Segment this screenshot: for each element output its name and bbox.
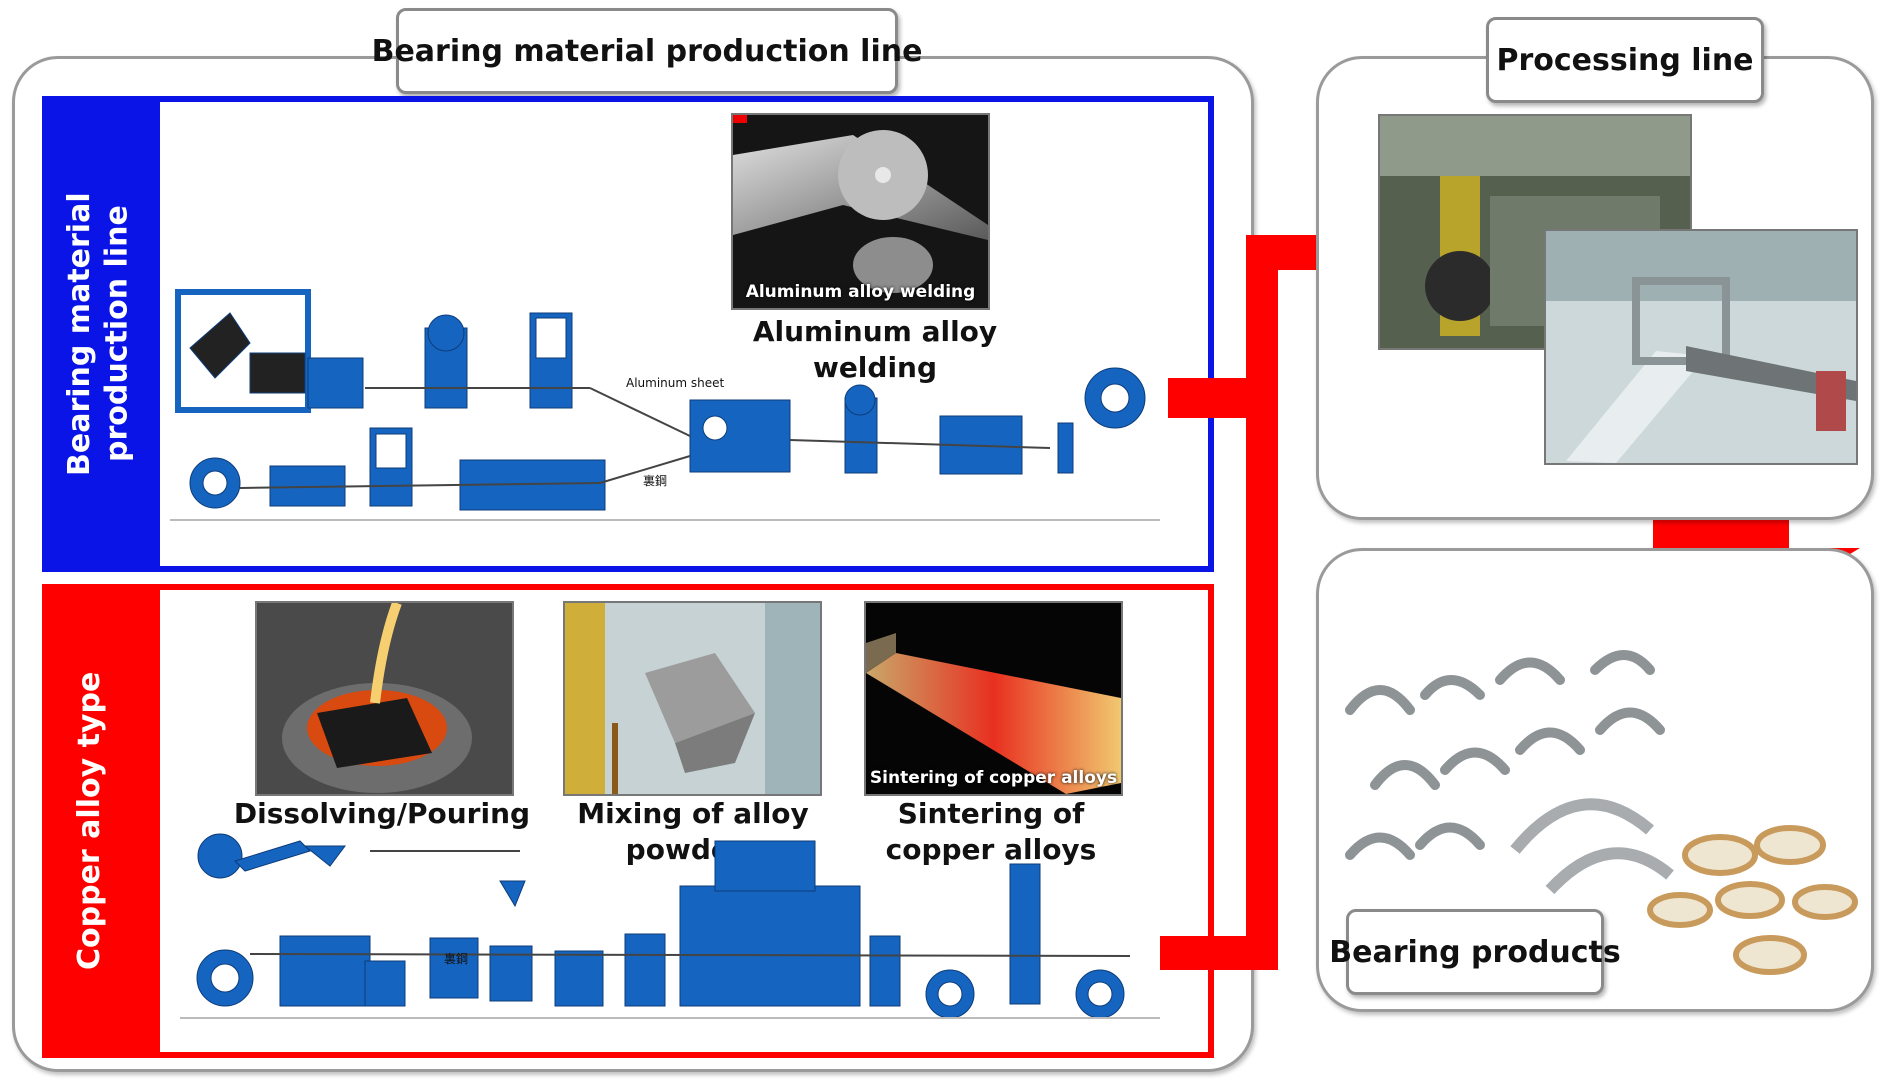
- processing-photo-1: [1378, 114, 1692, 350]
- aluminum-sheet-label: Aluminum sheet: [626, 376, 725, 390]
- dissolving-pouring-caption: Dissolving/Pouring: [233, 797, 531, 830]
- sintering-caption: Sintering of copper alloys: [885, 797, 1097, 867]
- welding-roll-graphic: [733, 115, 988, 308]
- aluminum-welding-photo: Aluminum alloy welding: [731, 113, 990, 310]
- sintering-inner-caption: Sintering of copper alloys: [869, 768, 1118, 788]
- bearing-products-image: [1345, 650, 1858, 975]
- bearing-products-label: Bearing products: [1329, 909, 1621, 995]
- sintering-photo: Sintering of copper alloys: [864, 601, 1123, 796]
- copper-sidebar: Copper alloy type: [42, 584, 160, 1058]
- aluminum-line-diagram: [170, 289, 1160, 521]
- dissolving-graphic: [257, 603, 512, 794]
- aluminum-welding-caption: Aluminum alloy welding: [752, 315, 998, 385]
- processing-machine-graphic-2: [1546, 231, 1856, 463]
- dissolving-pouring-photo: [255, 601, 514, 796]
- copper-steel-label: 裏鋼: [444, 952, 469, 966]
- aluminum-sidebar: Bearing material production line: [42, 96, 160, 572]
- processing-line-title: Processing line: [1486, 17, 1764, 103]
- aluminum-steel-label: 裏鋼: [643, 474, 668, 488]
- sintering-graphic: [866, 603, 1121, 794]
- mixing-alloy-photo: [563, 601, 822, 796]
- aluminum-photo-inner-caption: Aluminum alloy welding: [745, 282, 976, 302]
- processing-photo-2: [1544, 229, 1858, 465]
- mixing-graphic: [565, 603, 820, 794]
- main-panel-title: Bearing material production line: [372, 8, 922, 94]
- copper-line-diagram: [180, 833, 1160, 1019]
- mixing-alloy-caption: Mixing of alloy powders: [577, 797, 809, 867]
